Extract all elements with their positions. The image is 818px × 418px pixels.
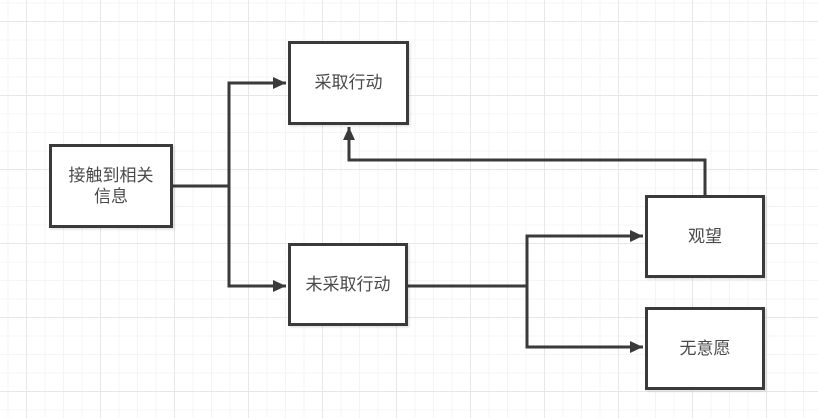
node-exposure[interactable]: 接触到相关 信息 xyxy=(49,144,173,228)
connector-no-action-to-no-willingness[interactable] xyxy=(525,286,643,353)
connector-no-action-to-wait-and-see[interactable] xyxy=(408,230,643,288)
node-wait-and-see[interactable]: 观望 xyxy=(645,195,765,278)
node-no-willingness-label: 无意愿 xyxy=(679,338,731,358)
node-no-action-label: 未采取行动 xyxy=(305,274,391,294)
connector-exposure-to-no-action[interactable] xyxy=(227,186,286,292)
node-no-action[interactable]: 未采取行动 xyxy=(288,243,408,326)
node-no-willingness[interactable]: 无意愿 xyxy=(645,307,765,390)
node-exposure-label: 接触到相关 信息 xyxy=(68,165,154,206)
connector-exposure-to-take-action[interactable] xyxy=(173,77,286,188)
node-take-action[interactable]: 采取行动 xyxy=(288,41,409,125)
connector-wait-and-see-to-take-action[interactable] xyxy=(343,127,707,195)
node-take-action-label: 采取行动 xyxy=(314,73,383,93)
node-wait-and-see-label: 观望 xyxy=(688,226,722,246)
